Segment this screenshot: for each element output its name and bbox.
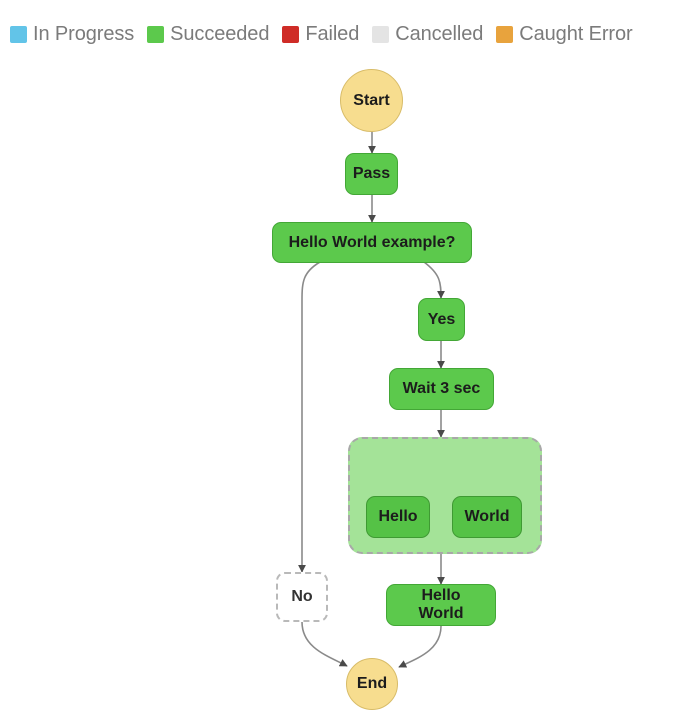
node-hello-world[interactable]: Hello World bbox=[386, 584, 496, 626]
node-wait-label: Wait 3 sec bbox=[402, 380, 481, 397]
node-pass-label: Pass bbox=[352, 165, 391, 182]
edge-no-end bbox=[301, 621, 348, 667]
node-choice-hello-world-example[interactable]: Hello World example? bbox=[272, 222, 472, 263]
legend-item-caught-error: Caught Error bbox=[496, 23, 633, 46]
legend-label-caught-error: Caught Error bbox=[519, 23, 633, 45]
status-swatch-in-progress bbox=[10, 26, 27, 43]
node-no-label: No bbox=[291, 588, 313, 605]
node-hello-world-label: Hello World bbox=[418, 587, 464, 622]
status-swatch-caught-error bbox=[496, 26, 514, 43]
status-swatch-cancelled bbox=[372, 26, 390, 43]
edge-helloworld-end bbox=[398, 625, 442, 668]
node-world-label: World bbox=[464, 508, 510, 525]
node-choice-label: Hello World example? bbox=[288, 233, 456, 251]
node-hello[interactable]: Hello bbox=[366, 496, 430, 538]
node-hello-label: Hello bbox=[378, 508, 418, 525]
legend-label-in-progress: In Progress bbox=[33, 23, 135, 45]
node-no[interactable]: No bbox=[276, 572, 328, 622]
legend-item-in-progress: In Progress bbox=[10, 23, 134, 46]
node-end[interactable]: End bbox=[346, 658, 398, 710]
node-wait-3-sec[interactable]: Wait 3 sec bbox=[389, 368, 494, 410]
legend-item-failed: Failed bbox=[282, 23, 359, 46]
status-swatch-succeeded bbox=[147, 26, 165, 43]
node-pass[interactable]: Pass bbox=[345, 153, 398, 195]
node-start[interactable]: Start bbox=[340, 69, 403, 132]
status-swatch-failed bbox=[282, 26, 300, 43]
legend-label-succeeded: Succeeded bbox=[170, 23, 270, 45]
edge-choice-no bbox=[298, 261, 321, 573]
node-end-label: End bbox=[356, 675, 388, 692]
edge-choice-yes bbox=[423, 261, 445, 299]
node-yes[interactable]: Yes bbox=[418, 298, 465, 341]
status-legend: In Progress Succeeded Failed Cancelled C… bbox=[10, 23, 646, 46]
legend-item-succeeded: Succeeded bbox=[147, 23, 269, 46]
node-world[interactable]: World bbox=[452, 496, 522, 538]
node-start-label: Start bbox=[353, 91, 390, 109]
node-yes-label: Yes bbox=[427, 310, 456, 328]
legend-label-cancelled: Cancelled bbox=[395, 23, 484, 45]
state-machine-graph[interactable]: Start Pass Hello World example? Yes Wait… bbox=[0, 56, 700, 722]
legend-label-failed: Failed bbox=[305, 23, 360, 45]
legend-item-cancelled: Cancelled bbox=[372, 23, 483, 46]
